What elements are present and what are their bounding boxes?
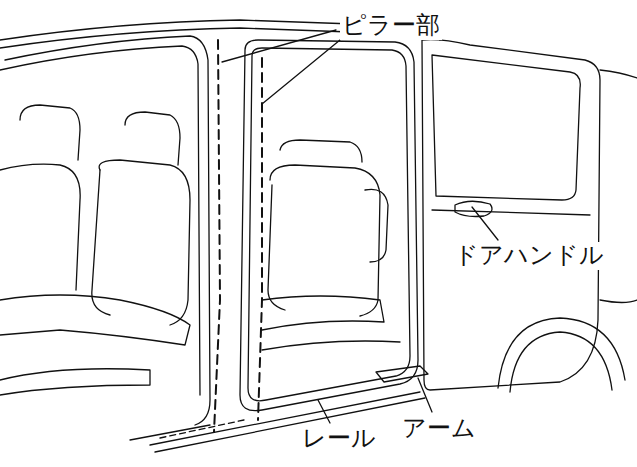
leader-line (418, 378, 432, 412)
seat-back (268, 185, 285, 310)
door-window (432, 55, 580, 200)
part-label: レール (300, 425, 378, 453)
rail (150, 392, 420, 445)
arm (376, 366, 428, 382)
front-opening (5, 36, 210, 425)
seat-cushion (262, 296, 384, 330)
leader-line (318, 400, 330, 423)
leader-line (472, 207, 498, 240)
front-opening (0, 46, 200, 395)
headrest (280, 140, 362, 162)
pillar-dashed (258, 58, 262, 420)
headrest (125, 112, 180, 165)
seat-back (99, 160, 190, 325)
part-label: アーム (400, 415, 478, 443)
seat-cushion (0, 295, 190, 345)
pillar-dashed (214, 40, 220, 432)
body-line (600, 300, 637, 303)
seat-back (92, 170, 110, 315)
seat-base (0, 369, 150, 395)
wheel (510, 332, 612, 392)
rail (160, 420, 244, 438)
sliding-door (422, 40, 600, 390)
seat-back (0, 164, 80, 290)
wheel-arch (498, 318, 625, 388)
armrest (365, 189, 388, 262)
rail (155, 398, 425, 452)
part-label: ピラー部 (340, 12, 442, 40)
door-opening (248, 48, 410, 401)
seat-back (270, 165, 380, 316)
sill (130, 425, 210, 440)
door-opening (240, 40, 418, 411)
floor-line (262, 341, 400, 350)
body-line (600, 70, 637, 78)
part-label: ドアハンドル (452, 242, 606, 270)
leader-line (262, 40, 340, 104)
headrest (20, 105, 80, 160)
